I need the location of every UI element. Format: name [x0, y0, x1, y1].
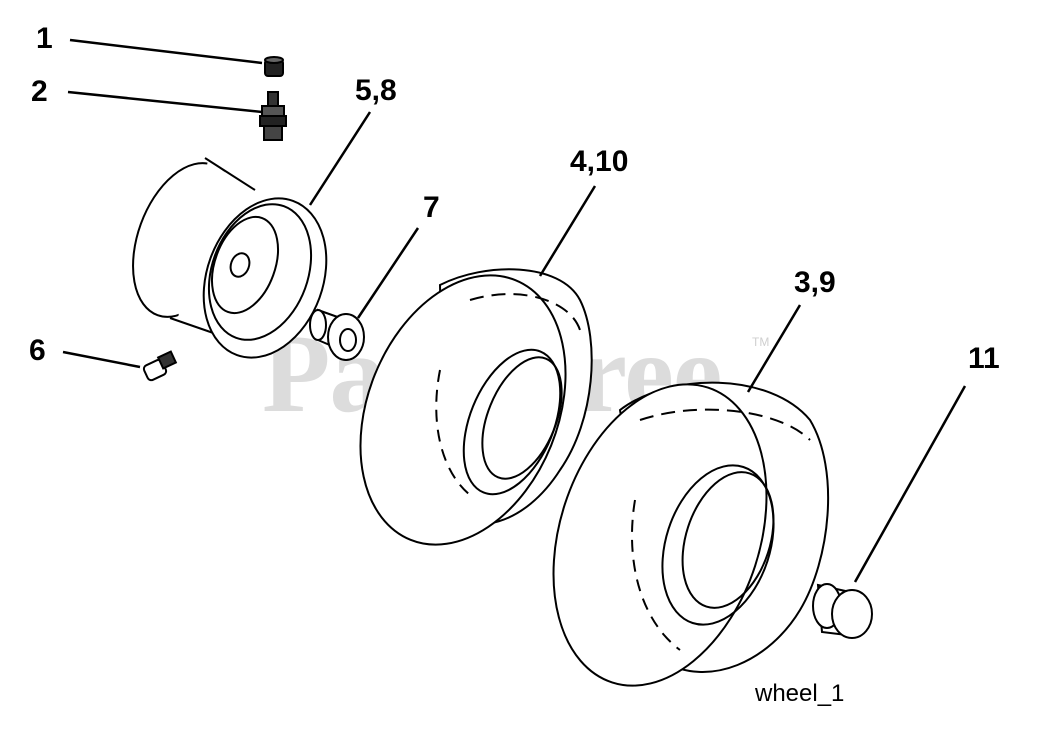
leader-line-5-8: [308, 111, 372, 206]
callout-2: 2: [31, 75, 48, 108]
leader-line-11: [853, 385, 967, 583]
leader-line-6: [62, 350, 141, 369]
callout-6: 6: [29, 334, 46, 367]
bushing-part: [309, 308, 365, 361]
leader-line-1: [69, 38, 263, 65]
rear-tire-part: [552, 381, 830, 687]
hub-cap-part: [812, 583, 873, 639]
watermark-trademark: TM: [752, 335, 770, 349]
rim-part: [132, 157, 328, 359]
leader-line-3-9: [746, 304, 802, 393]
figure-id: wheel_1: [755, 680, 845, 707]
front-tire-part: [359, 268, 593, 546]
grease-fitting-part: [142, 350, 178, 382]
leader-line-2: [67, 90, 263, 114]
callout-3-9: 3,9: [794, 266, 836, 299]
leader-lines: [62, 38, 967, 583]
callout-4-10: 4,10: [570, 145, 629, 178]
callout-7: 7: [423, 191, 440, 224]
callout-11: 11: [968, 342, 1000, 375]
callout-1: 1: [36, 22, 53, 55]
callout-5-8: 5,8: [355, 74, 397, 107]
leader-line-4-10: [538, 185, 597, 277]
valve-stem-part: [259, 91, 287, 141]
leader-line-7: [356, 227, 420, 319]
valve-cap-part: [264, 56, 284, 77]
